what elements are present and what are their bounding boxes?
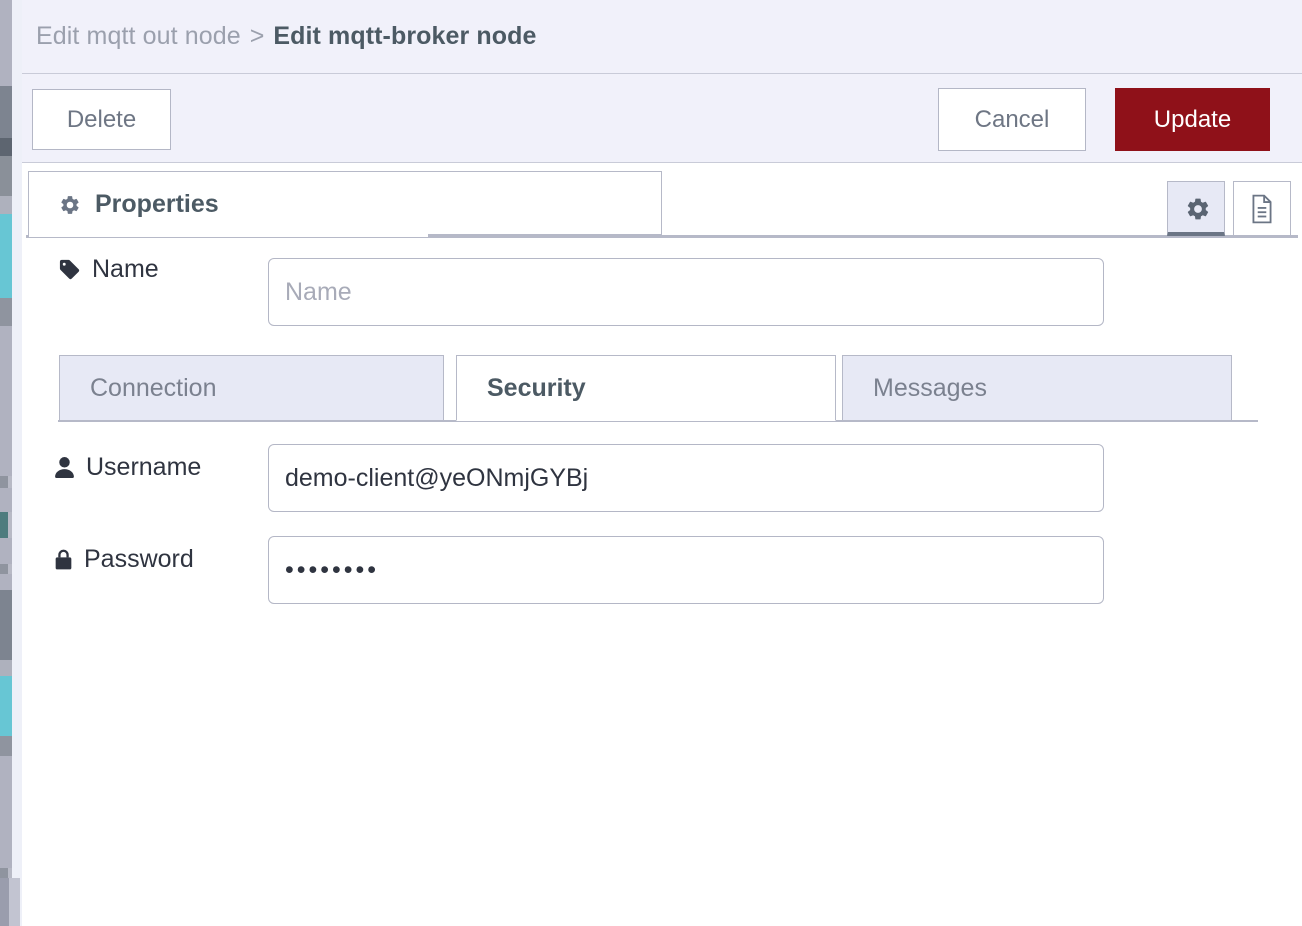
- username-label: Username: [86, 453, 202, 481]
- password-input[interactable]: ••••••••: [268, 536, 1104, 604]
- update-button[interactable]: Update: [1115, 88, 1270, 151]
- view-toggle-settings[interactable]: [1167, 181, 1225, 236]
- subtab-security[interactable]: Security: [456, 355, 836, 421]
- dialog-toolbar: Delete Cancel Update: [22, 74, 1302, 163]
- tab-strip-filler: [428, 171, 662, 237]
- view-toggle-description[interactable]: [1233, 181, 1291, 236]
- password-label: Password: [84, 545, 194, 573]
- breadcrumb-parent[interactable]: Edit mqtt out node: [36, 22, 241, 50]
- edit-dialog-panel: Edit mqtt out node > Edit mqtt-broker no…: [22, 0, 1302, 926]
- security-subtab-strip: Connection Security Messages: [22, 355, 1302, 423]
- breadcrumb-current: Edit mqtt-broker node: [273, 22, 537, 50]
- subtab-messages[interactable]: Messages: [842, 355, 1232, 421]
- scrollbar-thumb[interactable]: [9, 878, 20, 926]
- tab-strip: Properties: [22, 163, 1302, 238]
- tab-strip-underline: [26, 235, 1298, 238]
- scrollbar-thumb-secondary[interactable]: [0, 884, 7, 926]
- name-label-group: Name: [58, 255, 159, 284]
- name-label: Name: [92, 255, 159, 283]
- tag-icon: [58, 258, 81, 281]
- tab-properties-label: Properties: [95, 190, 219, 218]
- user-icon: [54, 456, 75, 479]
- tab-properties[interactable]: Properties: [28, 171, 434, 237]
- breadcrumb-separator: >: [249, 22, 265, 50]
- cancel-button[interactable]: Cancel: [938, 88, 1086, 151]
- username-input[interactable]: demo-client@yeONmjGYBj: [268, 444, 1104, 512]
- background-canvas-sliver: [0, 0, 22, 926]
- lock-icon: [54, 548, 73, 571]
- dialog-header: Edit mqtt out node > Edit mqtt-broker no…: [22, 0, 1302, 74]
- gear-icon: [59, 194, 81, 216]
- description-icon: [1249, 194, 1275, 224]
- properties-form: Name Name Connection Security Messages: [22, 238, 1302, 926]
- username-label-group: Username: [54, 453, 201, 482]
- canvas-scrollbar[interactable]: [0, 0, 22, 926]
- name-input-placeholder: Name: [285, 277, 352, 306]
- name-input[interactable]: Name: [268, 258, 1104, 326]
- password-label-group: Password: [54, 545, 194, 574]
- subtab-connection[interactable]: Connection: [59, 355, 444, 421]
- gear-icon: [1185, 196, 1209, 220]
- subtab-underline: [58, 420, 1258, 422]
- delete-button[interactable]: Delete: [32, 89, 171, 150]
